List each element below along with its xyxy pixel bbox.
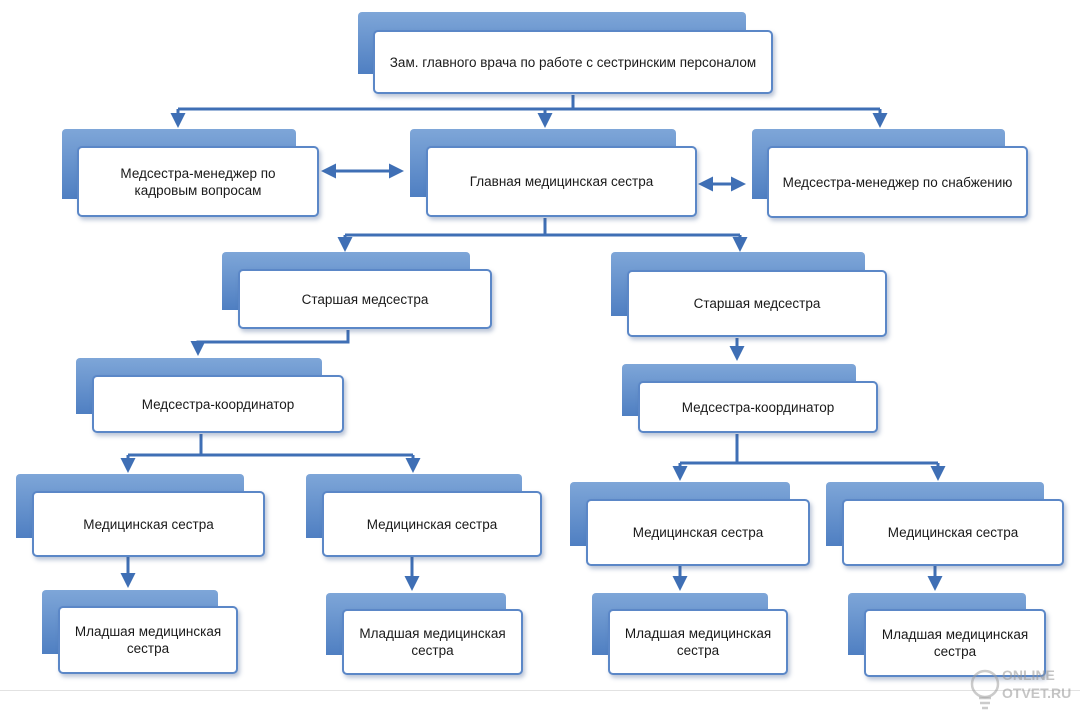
- node-label-nurse-1: Медицинская сестра: [32, 491, 265, 557]
- connector-chief-bus: [345, 218, 740, 237]
- watermark-line-2: OTVET.RU: [1002, 685, 1072, 701]
- watermark-line-1: ONLINE: [1002, 667, 1055, 683]
- node-label-junior-3: Младшая медицинская сестра: [608, 609, 788, 675]
- node-label-deputy: Зам. главного врача по работе с сестринс…: [373, 30, 773, 94]
- node-label-coord-left: Медсестра-координатор: [92, 375, 344, 433]
- bottom-divider: [0, 690, 1080, 691]
- node-label-junior-2: Младшая медицинская сестра: [342, 609, 523, 675]
- node-label-senior-left: Старшая медсестра: [238, 269, 492, 329]
- connector-coord-right-bus: [680, 434, 938, 465]
- node-label-coord-right: Медсестра-координатор: [638, 381, 878, 433]
- connector-deputy-bus: [178, 95, 880, 111]
- watermark-text: ONLINE OTVET.RU: [1002, 666, 1071, 702]
- watermark-bulb-icon: [970, 669, 1000, 710]
- node-label-senior-right: Старшая медсестра: [627, 270, 887, 337]
- node-label-junior-4: Младшая медицинская сестра: [864, 609, 1046, 677]
- node-label-supply-manager: Медсестра-менеджер по снабжению: [767, 146, 1028, 218]
- node-label-junior-1: Младшая медицинская сестра: [58, 606, 238, 674]
- node-label-chief-nurse: Главная медицинская сестра: [426, 146, 697, 217]
- node-label-nurse-2: Медицинская сестра: [322, 491, 542, 557]
- node-label-nurse-4: Медицинская сестра: [842, 499, 1064, 566]
- node-label-hr-manager: Медсестра-менеджер по кадровым вопросам: [77, 146, 319, 217]
- connector-coord-left-bus: [128, 434, 413, 457]
- connector-senior-coord-left: [190, 330, 350, 356]
- node-label-nurse-3: Медицинская сестра: [586, 499, 810, 566]
